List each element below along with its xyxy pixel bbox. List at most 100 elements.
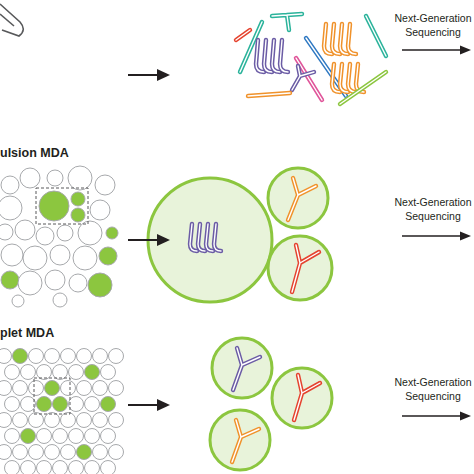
amplified-droplets — [232, 420, 259, 462]
amplified-droplets — [288, 178, 316, 220]
droplet-grid — [13, 445, 28, 460]
dna-fragments — [292, 66, 314, 90]
amplified-droplets — [190, 224, 197, 251]
process-arrow — [128, 239, 160, 241]
process-arrow — [157, 234, 170, 246]
emulsion-droplets — [0, 224, 13, 240]
dna-fragments — [340, 72, 386, 104]
emulsion-droplets — [78, 221, 102, 245]
droplet-grid — [21, 429, 36, 444]
selection-box — [34, 378, 70, 414]
droplet-grid — [85, 365, 100, 380]
droplet-grid — [69, 397, 84, 412]
droplet-grid — [85, 429, 100, 444]
emulsion-droplets — [71, 208, 85, 222]
emulsion-droplets — [20, 168, 40, 188]
amplified-droplets — [288, 178, 316, 220]
selection-box — [36, 188, 88, 224]
emulsion-droplets — [0, 166, 118, 307]
droplet-grid — [77, 445, 92, 460]
emulsion-droplets — [90, 200, 110, 220]
droplet-grid — [53, 461, 68, 474]
dna-fragments — [248, 93, 290, 96]
dna-fragments — [248, 93, 290, 96]
droplet-grid — [0, 349, 12, 364]
emulsion-droplets — [18, 271, 42, 295]
amplified-droplets — [272, 368, 332, 428]
amplified-droplets — [233, 348, 260, 390]
emulsion-droplets — [39, 191, 69, 221]
droplet-grid — [61, 349, 76, 364]
droplet-grid — [77, 413, 92, 428]
row-title: ulsion MDA — [0, 146, 120, 160]
droplet-grid — [93, 381, 108, 396]
amplified-droplets — [198, 224, 205, 251]
amplified-droplets — [148, 178, 272, 302]
emulsion-droplets — [95, 175, 115, 195]
amplified-droplets — [210, 338, 332, 470]
amplified-droplets — [233, 348, 260, 390]
droplet-grid — [29, 349, 44, 364]
droplet-grid — [0, 381, 12, 396]
amplified-droplets — [232, 420, 259, 462]
droplet-grid — [101, 461, 116, 474]
amplified-droplets — [294, 375, 320, 420]
droplet-grid — [37, 461, 52, 474]
sequencing-arrow — [460, 412, 471, 421]
emulsion-droplets — [88, 273, 112, 297]
amplified-droplets — [206, 224, 213, 251]
emulsion-droplets — [0, 196, 22, 220]
droplet-grid — [45, 349, 60, 364]
droplet-grid — [29, 445, 44, 460]
process-arrow — [128, 69, 170, 411]
dna-fragments — [236, 30, 250, 40]
droplet-grid — [69, 429, 84, 444]
droplet-grid — [61, 381, 76, 396]
sequencing-arrow — [460, 46, 471, 55]
droplet-grid — [93, 349, 108, 364]
emulsion-droplets — [47, 170, 63, 186]
droplet-grid — [69, 365, 84, 380]
droplet-grid — [93, 413, 108, 428]
droplet-grid — [37, 365, 52, 380]
droplet-grid — [0, 445, 12, 460]
sequencing-arrow — [402, 235, 462, 237]
droplet-grid — [53, 365, 68, 380]
emulsion-droplets — [12, 295, 24, 307]
sequencing-arrow — [460, 232, 471, 241]
dna-fragments — [236, 30, 250, 40]
droplet-grid — [5, 397, 20, 412]
droplet-grid — [13, 381, 28, 396]
droplet-grid — [29, 413, 44, 428]
droplet-grid — [45, 413, 60, 428]
droplet-grid — [13, 413, 28, 428]
emulsion-droplets — [1, 176, 19, 194]
droplet-grid — [21, 461, 36, 474]
droplet-grid — [45, 445, 60, 460]
dna-fragments — [348, 24, 356, 54]
process-arrow — [128, 404, 160, 406]
sample-tube — [0, 14, 14, 26]
emulsion-droplets — [99, 247, 117, 265]
step-label: Next-Generation Sequencing — [392, 376, 474, 403]
amplified-droplets — [190, 224, 197, 251]
emulsion-droplets — [1, 271, 19, 289]
amplified-droplets — [268, 168, 328, 228]
droplet-grid — [101, 397, 116, 412]
emulsion-droplets — [106, 227, 118, 239]
emulsion-droplets — [36, 227, 54, 245]
droplet-grid — [101, 429, 116, 444]
dna-fragments — [348, 24, 356, 54]
droplet-grid — [21, 397, 36, 412]
droplet-grid — [69, 461, 84, 474]
emulsion-droplets — [71, 192, 85, 206]
sample-tube — [0, 4, 23, 36]
dna-fragments — [272, 14, 302, 30]
emulsion-droplets — [45, 270, 65, 290]
sequencing-arrow — [402, 46, 471, 421]
droplet-grid — [29, 381, 44, 396]
sequencing-arrow — [402, 49, 462, 51]
process-arrow — [157, 69, 170, 81]
droplet-grid — [5, 429, 20, 444]
dna-fragments — [280, 40, 288, 72]
